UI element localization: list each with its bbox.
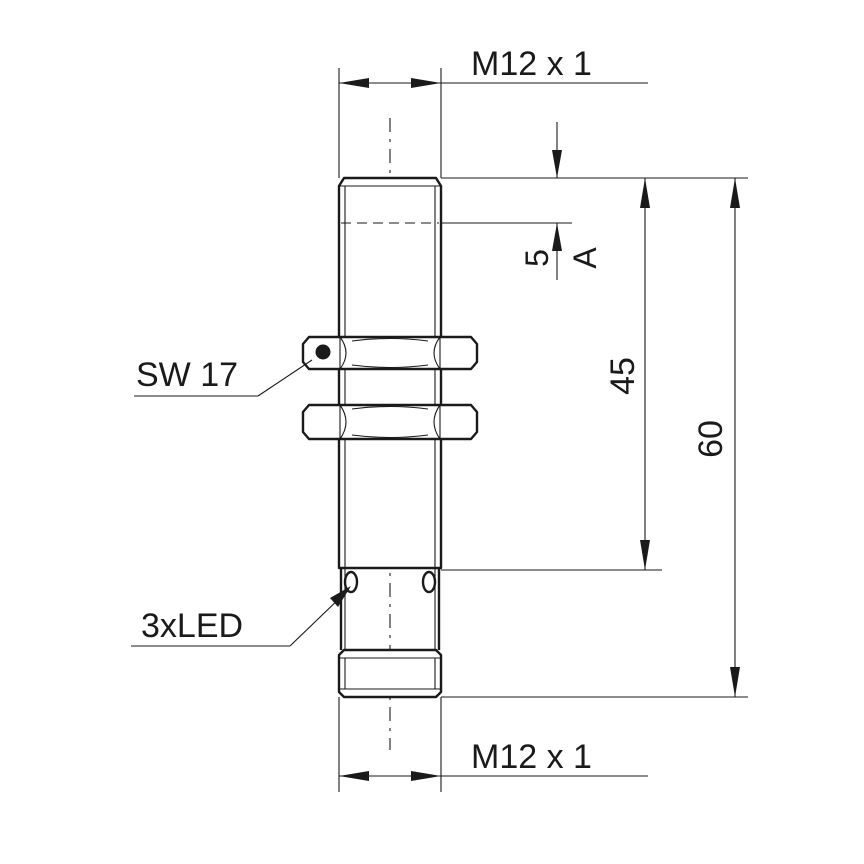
dim-45: 45 [604,178,650,570]
dim-60: 60 [692,178,740,697]
led-window-right [421,570,437,594]
led-section [339,568,441,650]
leader-sw17: SW 17 [134,356,313,397]
connector-thread [337,648,443,699]
hex-nut-upper [301,335,479,371]
wrench-size-label: SW 17 [136,356,238,394]
dim-60-label: 60 [692,420,730,458]
dim-thread-bottom: M12 x 1 [338,697,648,792]
dim-a-label: A [567,247,603,269]
dim-5-label: 5 [519,249,555,267]
led-window-left [343,570,359,594]
dim-5: 5 A [519,122,603,280]
dim-45-label: 45 [604,357,642,395]
dim-thread-top: M12 x 1 [338,45,648,178]
sensor-barrel [337,176,443,570]
thread-top-label: M12 x 1 [471,45,592,83]
thread-bottom-label: M12 x 1 [471,738,592,776]
leader-led: 3xLED [131,586,351,647]
led-label: 3xLED [141,607,243,645]
hex-nut-lower [301,403,479,441]
nut-marker-dot [315,344,331,360]
